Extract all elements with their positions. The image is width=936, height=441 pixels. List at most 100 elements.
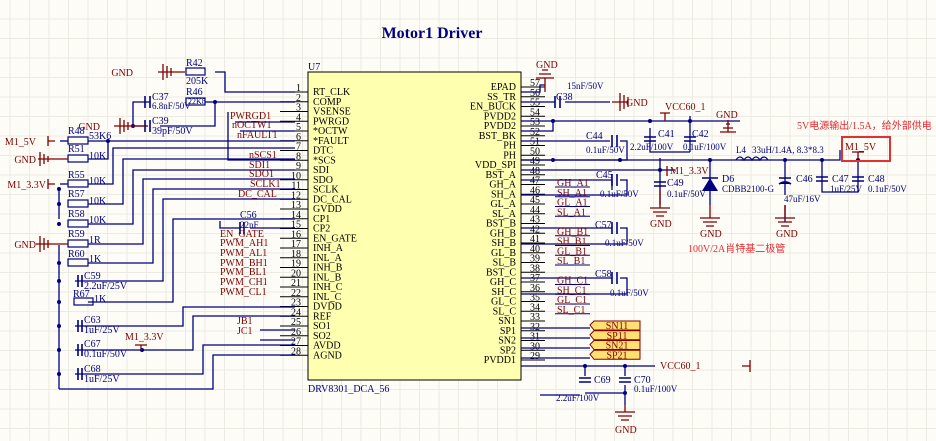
ic-pin-number: 5 — [296, 122, 301, 133]
ic-pin-name: INL_B — [313, 272, 342, 283]
ic-pin-number: 1 — [296, 83, 301, 94]
ic-pin-name: AGND — [313, 350, 342, 361]
ic-pin-name: GL_C — [491, 297, 516, 308]
net-labels: PWRGD1nOCTW1nFAULT1nSCS1SDI1SDO1SCLK1DC_… — [220, 111, 590, 337]
c69-val: 2.2uF/100V — [556, 393, 600, 403]
ic-pin-name: SH_C — [492, 287, 517, 298]
m1-3v3-label: M1_3.3V — [670, 166, 709, 177]
ic-pin-number: 2 — [296, 93, 301, 104]
r67-val: 1K — [94, 294, 107, 305]
c57-ref: C57 — [595, 220, 612, 231]
net-label: JB1 — [237, 316, 253, 327]
c46-val: 47uF/16V — [784, 194, 821, 204]
ic-pin-number: 57 — [530, 78, 540, 89]
ic-pin-number: 52 — [530, 127, 540, 138]
net-label: nFAULT1 — [237, 130, 278, 141]
r60-ref: R60 — [68, 249, 85, 260]
ic-pin-number: 23 — [291, 298, 301, 309]
ic-pin-number: 43 — [530, 215, 540, 226]
ic-pin-name: GH_B — [490, 228, 516, 239]
c48-ref: C48 — [868, 174, 885, 185]
l4-ref: L4 — [736, 145, 746, 155]
net-label: EN_GATE — [220, 229, 264, 240]
c59-val: 2.2uF/25V — [84, 281, 128, 292]
c39-val: 39pF/50V — [152, 126, 193, 137]
ic-pin-name: VSENSE — [313, 107, 351, 118]
c44-ref: C44 — [586, 131, 603, 142]
ic-pin-name: SL_C — [493, 306, 517, 317]
net-label: GL_B1 — [557, 246, 587, 257]
net-label: GH_C1 — [557, 276, 588, 287]
port-symbol[interactable] — [589, 320, 641, 331]
gnd-label: GND — [700, 229, 722, 240]
ic-pin-number: 18 — [291, 249, 301, 260]
ic-pin-name: CP1 — [313, 214, 330, 225]
net-label: SL_A1 — [557, 207, 586, 218]
d6-val: CDBB2100-G — [722, 184, 775, 194]
port-symbol[interactable] — [589, 349, 641, 360]
ic-designator: U7 — [308, 62, 320, 73]
c67-ref: C67 — [84, 339, 101, 350]
ic-pin-name: DTC — [313, 146, 333, 157]
ic-pin-number: 45 — [530, 195, 540, 206]
ic-pin-name: GH_A — [489, 180, 516, 191]
c46-ref: C46 — [796, 174, 813, 185]
ic-pin-number: 3 — [296, 103, 301, 114]
ic-pin-name: EN_GATE — [313, 233, 357, 244]
ic-pin-number: 8 — [296, 151, 301, 162]
ic-pin-number: 6 — [296, 132, 301, 143]
ic-pin-number: 41 — [530, 234, 540, 245]
ic-pin-number: 9 — [296, 161, 301, 172]
gnd-label: GND — [14, 240, 36, 251]
net-label: GH_B1 — [557, 227, 588, 238]
net-label: PWM_BH1 — [220, 258, 268, 269]
r59-ref: R59 — [68, 229, 85, 240]
ic-pin-number: 13 — [291, 200, 301, 211]
c47-ref: C47 — [832, 174, 849, 185]
ic-pin-number: 22 — [291, 288, 301, 299]
highlight-box[interactable] — [841, 136, 891, 162]
m1-5v-label: M1_5V — [845, 142, 877, 153]
ic-pin-name: INL_A — [313, 253, 343, 264]
r55-ref: R55 — [68, 170, 85, 181]
gnd-label: GND — [615, 425, 637, 436]
net-label: PWM_AH1 — [220, 238, 268, 249]
c37-ref: C37 — [152, 92, 169, 103]
net-label: DC_CAL — [238, 189, 277, 200]
m1-5v-label: M1_5V — [5, 137, 37, 148]
ic-pin-name: CP2 — [313, 224, 330, 235]
ic-pin-name: SN1 — [498, 316, 516, 327]
sheet-title: Motor1 Driver — [382, 25, 483, 42]
wires — [58, 71, 859, 405]
ic-pin-number: 56 — [530, 88, 540, 99]
r58-ref: R58 — [68, 209, 85, 220]
ic-pin-number: 32 — [530, 322, 540, 333]
gnd-label: GND — [626, 98, 648, 109]
r48-val: 53K6 — [89, 131, 111, 142]
ic-pin-number: 44 — [530, 205, 540, 216]
ic-pin-name: BST_B — [486, 219, 516, 230]
ic-pin-name: PVDD2 — [484, 111, 516, 122]
ic-pin-number: 7 — [296, 142, 301, 153]
ic-pin-name: REF — [313, 311, 332, 322]
net-label: SH_A1 — [557, 188, 587, 199]
ground-symbols — [36, 64, 795, 421]
port-symbol[interactable] — [589, 340, 641, 350]
ic-pin-name: SP1 — [500, 326, 516, 337]
ic-pin-name: PH — [503, 141, 516, 152]
c49-ref: C49 — [667, 178, 684, 189]
r59-val: 1R — [89, 235, 101, 246]
d6-ref: D6 — [722, 174, 734, 185]
ic-pin-name: VDD_SPI — [475, 160, 516, 171]
vcc60-label: VCC60_1 — [660, 361, 701, 372]
ic-pin-number: 34 — [530, 302, 540, 313]
ic-pin-number: 40 — [530, 244, 540, 255]
net-label: GL_A1 — [557, 198, 588, 209]
port-symbol[interactable] — [589, 330, 641, 341]
c49-val: 0.1uF/50V — [667, 189, 706, 199]
junctions — [57, 100, 860, 395]
diode-note: 100V/2A肖特基二极管 — [688, 242, 785, 255]
ic-body[interactable] — [307, 71, 522, 381]
ic-pin-name: SP2 — [500, 345, 516, 356]
